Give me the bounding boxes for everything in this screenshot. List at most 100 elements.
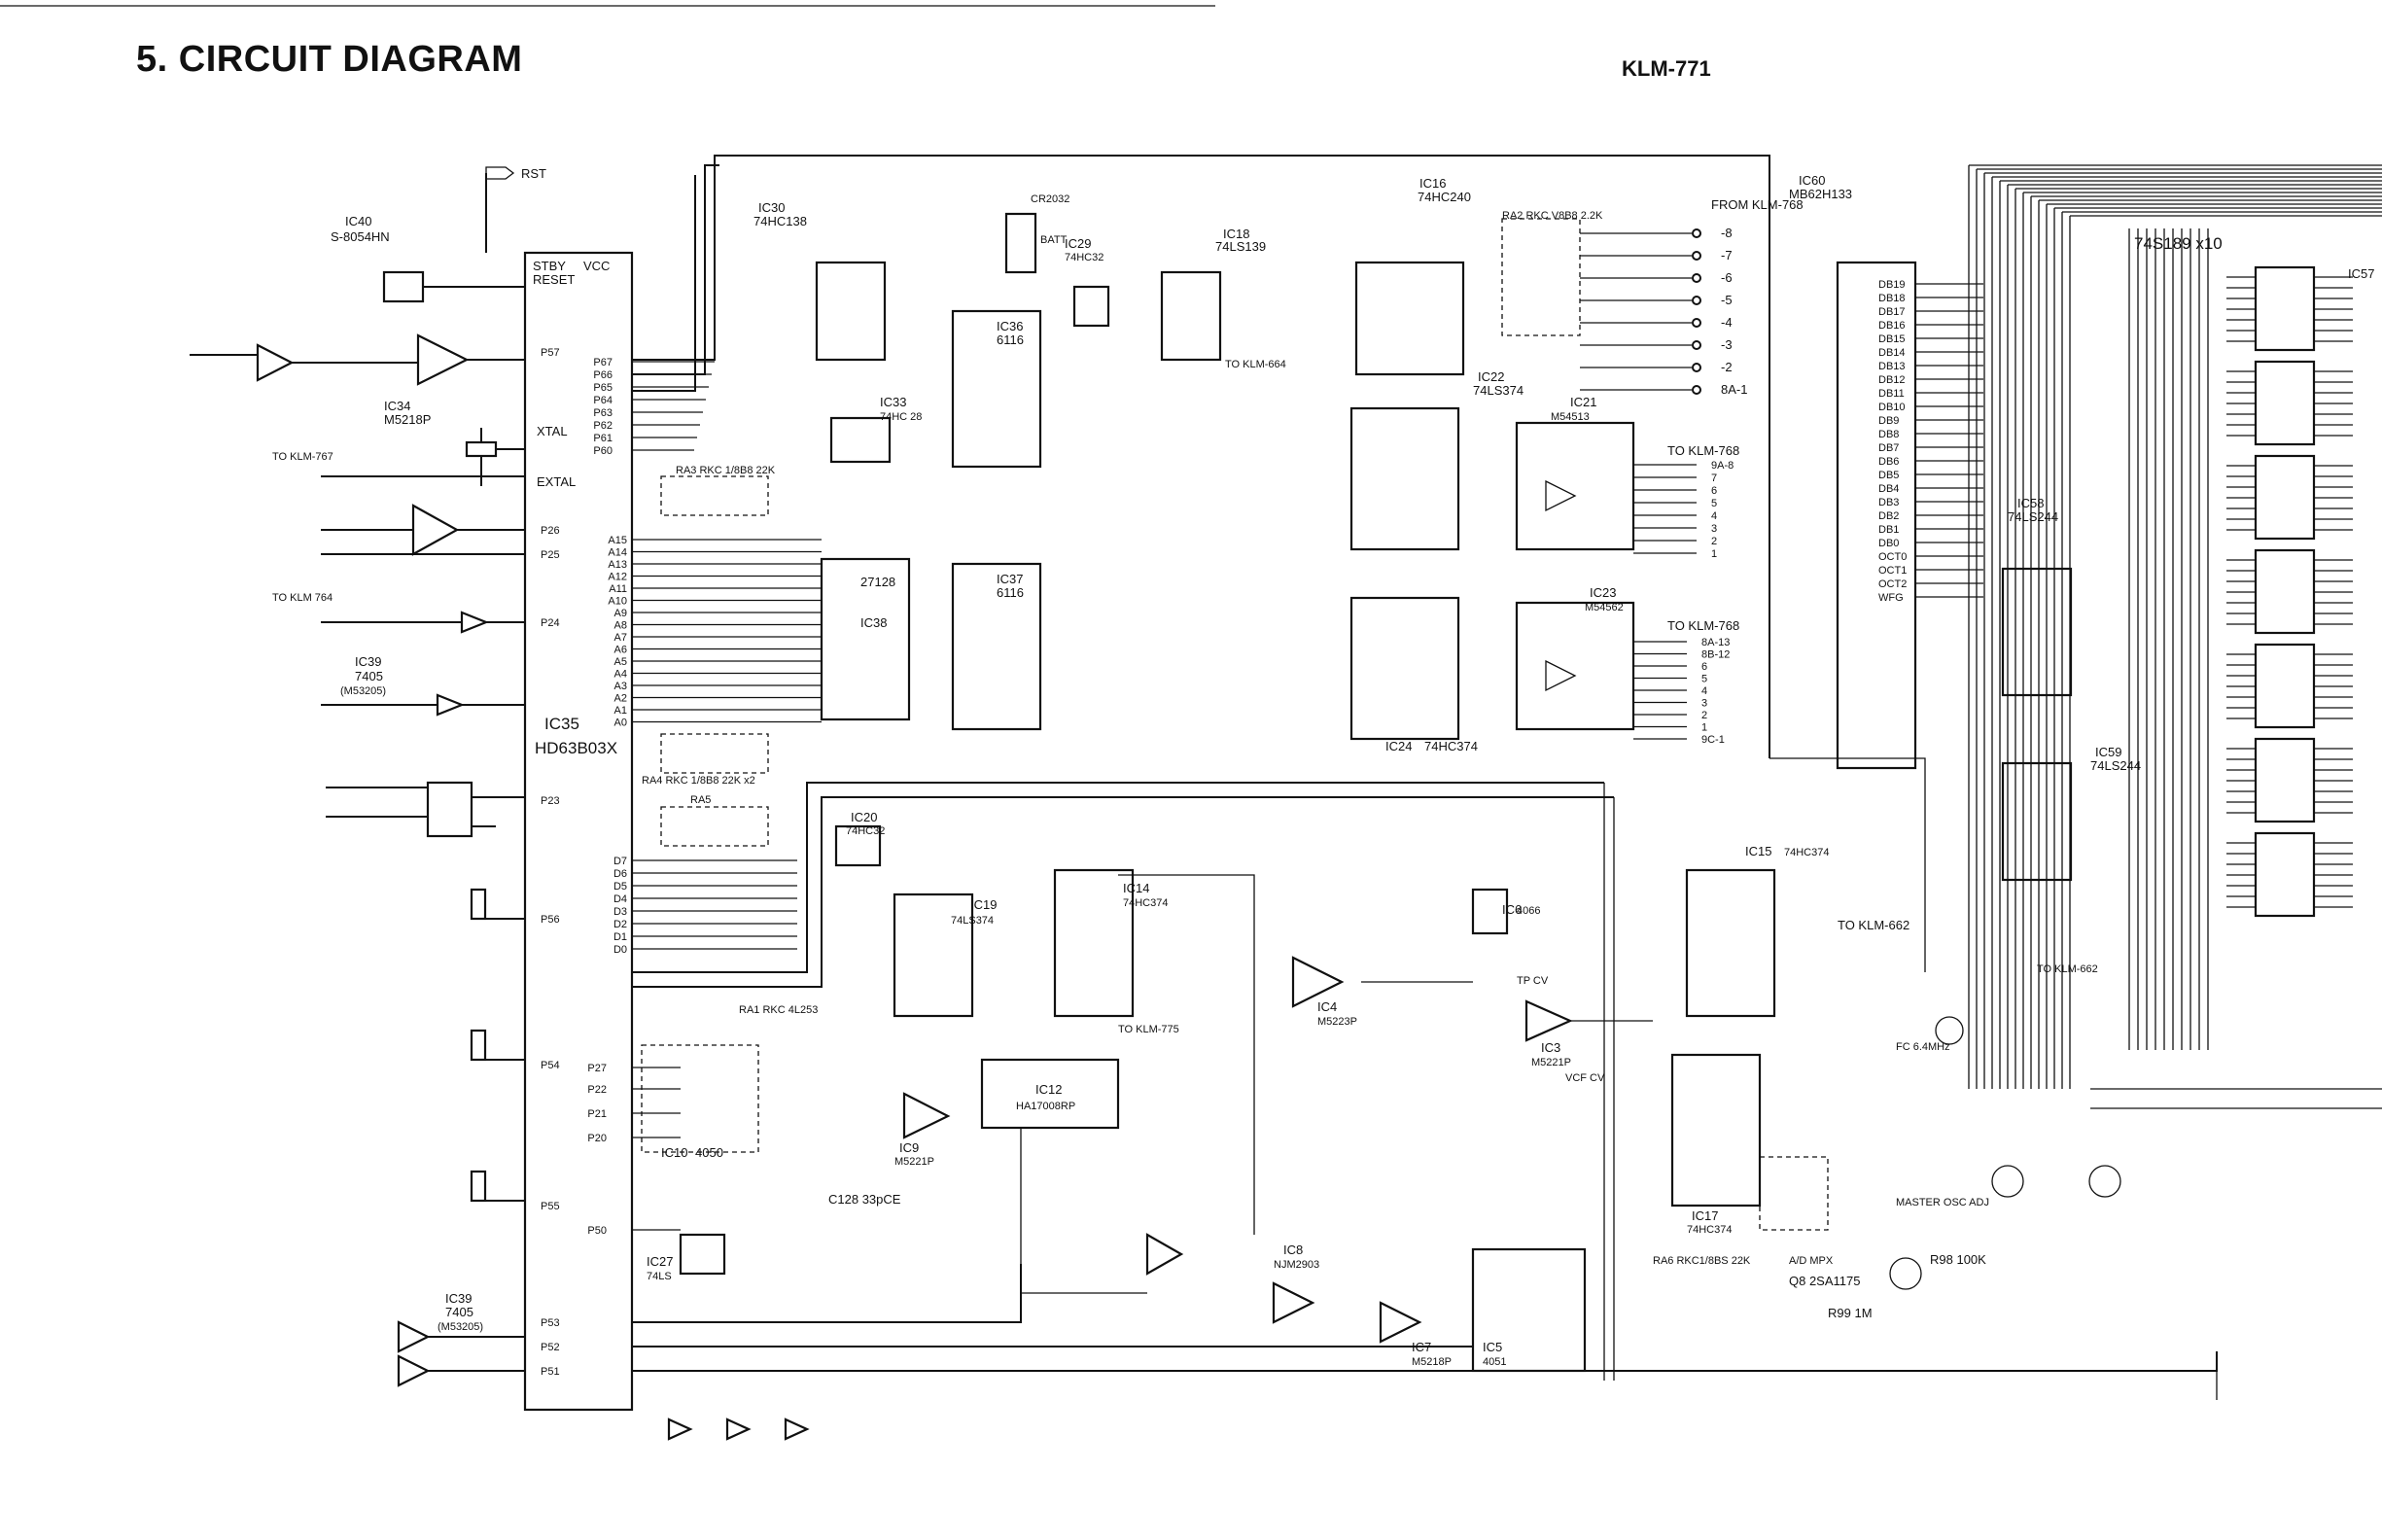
ic10-ra1-block: [641, 1044, 759, 1153]
to768-pin-label: 7: [1711, 472, 1717, 484]
ic35-pin-label: P63: [593, 407, 613, 419]
ic35-port-label: P57: [541, 347, 560, 359]
q8-label: Q8 2SA1175: [1789, 1274, 1860, 1288]
ra2-array: [1501, 218, 1581, 336]
ic22-part: 74LS374: [1473, 383, 1524, 398]
to768-pin-label: 4: [1711, 510, 1717, 522]
ic60-pin-label: DB3: [1878, 497, 1899, 508]
address-line-label: A3: [614, 681, 627, 692]
data-line-label: D0: [613, 944, 627, 956]
ic60-pin-label: DB11: [1878, 388, 1905, 400]
from768-pin-terminal: [1692, 251, 1701, 261]
ic39a-part: 7405: [355, 669, 383, 683]
ic20-bottom-c: [784, 1418, 810, 1441]
ic39-inverter-c: [397, 1320, 431, 1353]
ic37-sram: [951, 562, 1042, 731]
ic39b-wires: [428, 1336, 525, 1372]
ic59-buffer: [2001, 761, 2073, 882]
ic27-part: 74LS: [647, 1271, 672, 1282]
ic9-ref: IC9: [899, 1140, 919, 1155]
ic24-part: 74HC374: [1424, 739, 1478, 753]
lower-wires-b: [1020, 874, 1653, 1294]
ic18-ref: IC18: [1223, 227, 1249, 241]
model-number: KLM-771: [1622, 56, 1711, 81]
ra6-array: [1759, 1156, 1829, 1231]
ic35-right-pins: P57P26P25P24P23P56P54P55P53P52P51P50P27P…: [541, 347, 681, 1378]
lower-wires-c: [2090, 1088, 2382, 1400]
ic20-gate: [834, 824, 882, 867]
extal-label: EXTAL: [537, 474, 576, 489]
ic23-ref: IC23: [1590, 585, 1616, 600]
ic39a-alt: (M53205): [340, 685, 386, 697]
ic3-ref: IC3: [1541, 1040, 1560, 1055]
ic40-ref: IC40: [345, 214, 371, 228]
ic33-part: 74HC 28: [880, 411, 922, 423]
address-line-label: A8: [614, 620, 627, 632]
ic60-pin-label: DB7: [1878, 442, 1899, 454]
ic60-pin-label: DB0: [1878, 538, 1899, 549]
to768b-pin-label: 9C-1: [1701, 734, 1725, 746]
address-line-label: A4: [614, 669, 627, 681]
ic57-ref: IC57: [2348, 266, 2374, 281]
ic34-part: M5218P: [384, 412, 431, 427]
ic35-port-label: P53: [541, 1317, 560, 1329]
ic4-ota: [1291, 956, 1345, 1008]
ic60-gate-array: [1836, 261, 1917, 770]
ic5-ref: IC5: [1483, 1340, 1502, 1354]
ic35-port-label: P51: [541, 1366, 560, 1378]
ic57-ram-stack: [2226, 265, 2353, 918]
ic30-part: 74HC138: [753, 214, 807, 228]
data-line-label: D6: [613, 868, 627, 880]
address-line-label: A15: [608, 535, 627, 546]
ic39b-alt: (M53205): [438, 1321, 483, 1333]
bus-wr: [632, 796, 1614, 988]
to768b-pin-label: 6: [1701, 661, 1707, 673]
ic14-part: 74HC374: [1123, 897, 1168, 909]
address-line-label: A10: [608, 596, 627, 608]
to768b-pin-label: 5: [1701, 674, 1707, 685]
ic57-ram-chip: [2254, 831, 2316, 918]
to-klm664-label: TO KLM-664: [1225, 359, 1286, 370]
ic20-ref: IC20: [851, 810, 877, 824]
ic57-ram-chip: [2254, 643, 2316, 729]
ic39-inverter-d: [397, 1354, 431, 1387]
ic60-pin-label: DB12: [1878, 374, 1906, 386]
ic34-ref: IC34: [384, 399, 410, 413]
from768-pin-terminal: [1692, 228, 1701, 238]
q7-transistor: [1991, 1165, 2024, 1198]
ic33-gate: [829, 416, 892, 464]
ic35-port-label: P54: [541, 1060, 560, 1071]
ic60-ref: IC60: [1799, 173, 1825, 188]
ic19-ref: IC19: [970, 897, 997, 912]
ic60-pin-label: DB17: [1878, 306, 1906, 318]
q6-transistor: [2088, 1165, 2121, 1198]
ic60-pin-label: DB19: [1878, 279, 1906, 291]
ic16-ref: IC16: [1419, 176, 1446, 191]
from768-pin-terminal: [1692, 296, 1701, 305]
data-line-label: D4: [613, 893, 627, 905]
ic35-port-label: P24: [541, 617, 560, 629]
bus-rd: [632, 782, 1604, 973]
ic60-pin-label: WFG: [1878, 592, 1904, 604]
ic7-ref: IC7: [1412, 1340, 1431, 1354]
ic18-part: 74LS139: [1215, 239, 1266, 254]
ic35-pin-label: P62: [593, 420, 613, 432]
ic38-ref: IC38: [860, 615, 887, 630]
ic35-pin-label: P64: [593, 395, 613, 406]
ic17-part: 74HC374: [1687, 1224, 1732, 1236]
address-line-label: A14: [608, 547, 627, 559]
from-klm768-label: FROM KLM-768: [1711, 197, 1804, 212]
ic35-port-label: P50: [587, 1225, 607, 1237]
ic21-part: M54513: [1551, 411, 1590, 423]
r51: [470, 1170, 487, 1203]
ic57-ram-chip: [2254, 548, 2316, 635]
ic6-part: 4066: [1517, 905, 1540, 917]
ic5-mux: [1471, 1247, 1587, 1373]
to768b-pin-label: 2: [1701, 710, 1707, 721]
ic39a-ref: IC39: [355, 654, 381, 669]
a-d-mpx-label: A/D MPX: [1789, 1255, 1834, 1267]
ic35-port-label: P27: [587, 1063, 607, 1074]
